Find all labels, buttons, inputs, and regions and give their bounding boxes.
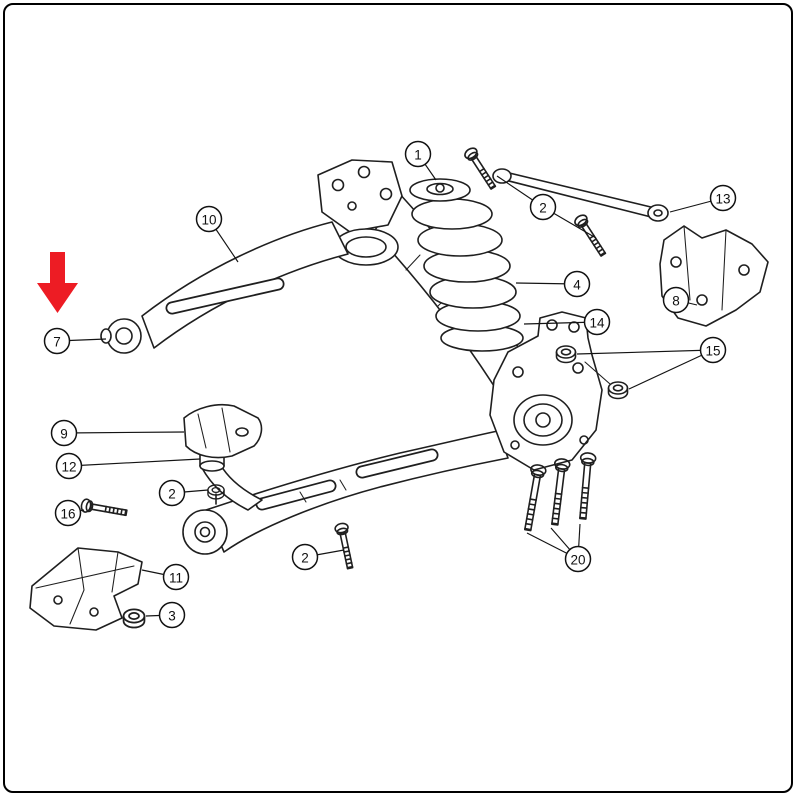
callout-circle bbox=[54, 499, 82, 527]
upper-trailing-arm bbox=[100, 221, 349, 354]
callout-circle bbox=[158, 601, 186, 629]
callout-number: 4 bbox=[573, 278, 581, 293]
callout-2: 2 bbox=[291, 543, 319, 571]
callout-2: 2 bbox=[529, 193, 557, 221]
arm-bushing-eye bbox=[106, 318, 142, 354]
callout-circle bbox=[162, 563, 190, 591]
callout-circle bbox=[563, 270, 591, 298]
callout-8: 8 bbox=[662, 286, 690, 314]
flange-nut bbox=[607, 381, 629, 400]
callout-9: 9 bbox=[50, 419, 78, 447]
leader-line bbox=[68, 458, 201, 467]
callout-circle bbox=[529, 193, 557, 221]
callout-circle bbox=[50, 419, 78, 447]
leader-line bbox=[63, 431, 185, 434]
callout-number: 13 bbox=[715, 192, 730, 207]
support-bracket bbox=[183, 403, 263, 459]
callout-number: 1 bbox=[414, 148, 422, 163]
callout-circle bbox=[43, 327, 71, 355]
callout-7: 7 bbox=[43, 327, 71, 355]
callout-number: 2 bbox=[301, 551, 309, 566]
callout-20: 20 bbox=[564, 545, 592, 573]
highlight-arrow bbox=[37, 252, 78, 313]
callout-4: 4 bbox=[563, 270, 591, 298]
pivot-bolt bbox=[333, 521, 358, 571]
callout-3: 3 bbox=[158, 601, 186, 629]
callout-circle bbox=[583, 308, 611, 336]
callout-number: 15 bbox=[705, 344, 720, 359]
callout-number: 11 bbox=[169, 571, 183, 586]
callout-2: 2 bbox=[158, 479, 186, 507]
suspension-artwork bbox=[29, 145, 769, 631]
callout-16: 16 bbox=[54, 499, 82, 527]
spindle-knuckle bbox=[489, 311, 611, 471]
callout-number: 2 bbox=[539, 201, 547, 216]
lower-control-arm bbox=[182, 430, 509, 555]
callout-circle bbox=[709, 184, 737, 212]
mounting-bolt bbox=[519, 463, 548, 533]
mounting-bolt bbox=[546, 457, 572, 527]
callout-number: 9 bbox=[60, 427, 68, 442]
callout-number: 16 bbox=[60, 507, 75, 522]
callout-number: 8 bbox=[672, 294, 680, 309]
crossmember-mounting-plate bbox=[317, 159, 403, 266]
upper-spring-mount bbox=[409, 178, 471, 202]
hex-nut bbox=[122, 608, 146, 629]
leader-line bbox=[628, 349, 714, 390]
callout-number: 10 bbox=[201, 213, 216, 228]
callout-10: 10 bbox=[195, 205, 223, 233]
callout-number: 12 bbox=[61, 460, 76, 475]
callout-circle bbox=[662, 286, 690, 314]
coil-spring bbox=[409, 178, 524, 352]
hex-bolt bbox=[79, 497, 129, 520]
callout-number: 14 bbox=[589, 316, 605, 331]
callout-circle bbox=[55, 452, 83, 480]
callout-circle bbox=[195, 205, 223, 233]
pivot-fastener bbox=[207, 484, 225, 505]
diagram-frame bbox=[3, 3, 793, 793]
callout-13: 13 bbox=[709, 184, 737, 212]
callout-15: 15 bbox=[699, 336, 727, 364]
callout-circle bbox=[404, 140, 432, 168]
callout-number: 3 bbox=[168, 609, 176, 624]
lateral-link bbox=[492, 168, 669, 222]
callout-number: 7 bbox=[53, 335, 61, 350]
callout-1: 1 bbox=[404, 140, 432, 168]
mounting-bolt bbox=[574, 451, 597, 521]
callout-number: 2 bbox=[168, 487, 176, 502]
skid-plate bbox=[29, 547, 143, 631]
callout-circle bbox=[158, 479, 186, 507]
callout-circle bbox=[564, 545, 592, 573]
callout-circle bbox=[699, 336, 727, 364]
leader-line bbox=[576, 349, 714, 355]
callout-14: 14 bbox=[583, 308, 611, 336]
callout-11: 11 bbox=[162, 563, 190, 591]
callout-12: 12 bbox=[55, 452, 83, 480]
callout-circle bbox=[291, 543, 319, 571]
link-bolt bbox=[462, 145, 500, 193]
callout-number: 20 bbox=[570, 553, 585, 568]
